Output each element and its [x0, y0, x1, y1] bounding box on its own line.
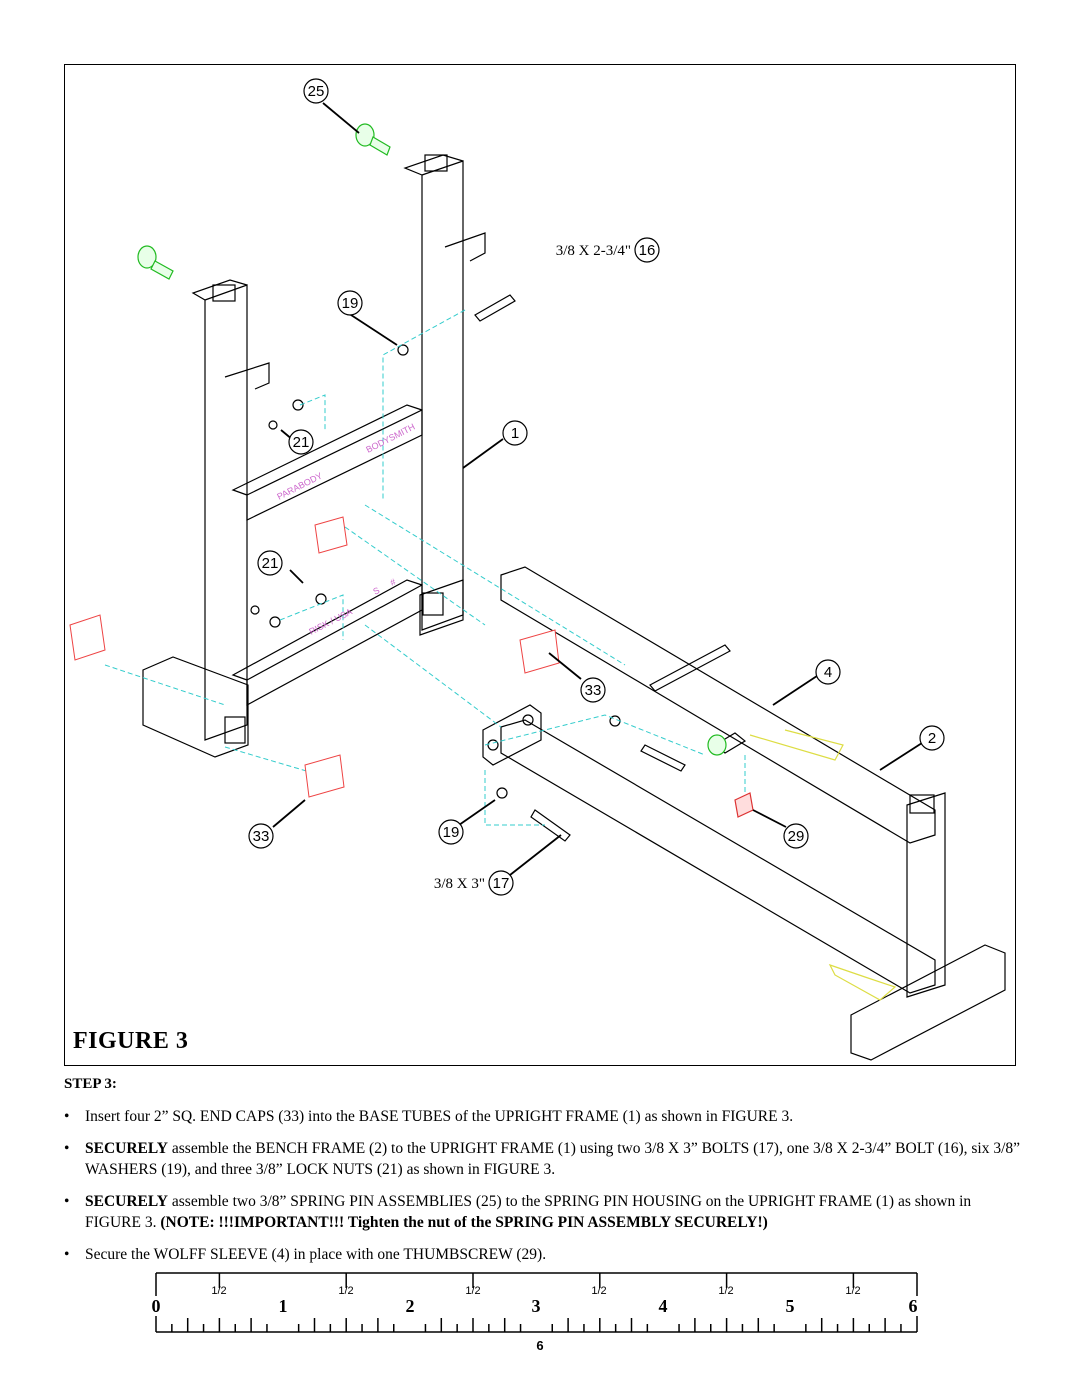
callout-25: 25	[303, 78, 329, 104]
instruction-item: SECURELY assemble the BENCH FRAME (2) to…	[64, 1138, 1024, 1180]
bolt-mid	[640, 744, 686, 772]
ruler-number: 3	[532, 1296, 541, 1316]
ruler-number: 4	[659, 1296, 668, 1316]
callout-19: 19	[337, 290, 363, 316]
bolt-17-spec: 3/8 X 3"	[434, 876, 485, 892]
callout-29: 29	[783, 823, 809, 849]
washer	[496, 787, 508, 799]
ruler-half-label: 1/2	[591, 1285, 606, 1297]
washer	[315, 593, 327, 605]
mounting-plate	[482, 704, 542, 766]
assembly-drawing: PARABODY BODYSMITH RISK / USA S # 25 16 …	[69, 78, 1006, 1061]
thumbscrew-29	[734, 792, 754, 818]
ruler-number: 5	[786, 1296, 795, 1316]
callout-2: 2	[919, 725, 945, 751]
bench-frame-lower-rail	[500, 719, 936, 994]
figure-title: FIGURE 3	[73, 1028, 189, 1054]
decal-text: #	[388, 577, 397, 588]
svg-text:4: 4	[824, 664, 832, 681]
right-base-tube	[419, 579, 464, 636]
svg-text:33: 33	[253, 828, 270, 845]
bolt-16	[474, 294, 516, 322]
svg-text:19: 19	[443, 824, 460, 841]
svg-text:2: 2	[928, 730, 936, 747]
ruler-number: 1	[279, 1296, 288, 1316]
left-base-tube	[142, 656, 249, 758]
svg-text:19: 19	[342, 295, 359, 312]
lower-crossbar	[231, 579, 423, 707]
ruler-half-label: 1/2	[211, 1285, 226, 1297]
callout-33: 33	[580, 677, 606, 703]
bolt-16-spec: 3/8 X 2-3/4"	[556, 243, 631, 259]
measurement-ruler: 0 1 2 3 4 5 6 1/2 1/2 1/2 1/2 1/2 1/2 6	[152, 1272, 918, 1353]
end-cap-33	[69, 614, 106, 661]
bench-frame-rail	[500, 566, 936, 844]
wolff-sleeve-rod	[649, 644, 731, 692]
end-cap-33	[304, 754, 345, 798]
callout-19: 19	[438, 819, 464, 845]
spring-pin-25	[355, 123, 375, 147]
callout-4: 4	[815, 659, 841, 685]
step-instructions: Insert four 2” SQ. END CAPS (33) into th…	[64, 1106, 1024, 1276]
callout-21: 21	[257, 550, 283, 576]
washer	[250, 605, 260, 615]
svg-text:33: 33	[585, 682, 602, 699]
decal-text: S	[371, 585, 381, 597]
svg-text:29: 29	[788, 828, 805, 845]
right-upright-post	[403, 154, 464, 631]
instruction-item: Secure the WOLFF SLEEVE (4) in place wit…	[64, 1244, 1024, 1265]
callout-21: 21	[288, 429, 314, 455]
spring-pin	[707, 734, 727, 756]
svg-text:21: 21	[262, 555, 279, 572]
important-note: (NOTE: !!!IMPORTANT!!! Tighten the nut o…	[160, 1214, 768, 1231]
ruler-number: 2	[406, 1296, 415, 1316]
bench-front-post	[906, 792, 946, 998]
washer	[268, 420, 278, 430]
end-cap-33	[314, 516, 348, 554]
decal-text: RISK / USA	[307, 607, 353, 637]
svg-text:16: 16	[639, 242, 656, 259]
svg-text:17: 17	[493, 875, 510, 892]
callout-33: 33	[248, 823, 274, 849]
step-heading: STEP 3:	[64, 1076, 117, 1092]
ruler-half-label: 1/2	[465, 1285, 480, 1297]
instruction-item: Insert four 2” SQ. END CAPS (33) into th…	[64, 1106, 1024, 1127]
ruler-half-label: 1/2	[718, 1285, 733, 1297]
ruler-number: 0	[152, 1296, 161, 1316]
ruler-number: 6	[909, 1296, 918, 1316]
left-upright-post	[191, 279, 248, 741]
ruler-half-label: 1/2	[845, 1285, 860, 1297]
callout-17: 17	[488, 870, 514, 896]
figure-3-diagram: PARABODY BODYSMITH RISK / USA S # 25 16 …	[64, 64, 1016, 1066]
washer	[292, 399, 304, 411]
bolt-17	[530, 809, 571, 842]
page-number: 6	[536, 1338, 543, 1353]
svg-text:25: 25	[308, 83, 325, 100]
ruler-half-label: 1/2	[338, 1285, 353, 1297]
end-cap-33	[519, 629, 560, 674]
svg-text:1: 1	[511, 425, 519, 442]
callout-16: 16	[634, 237, 660, 263]
spring-pin-25	[137, 245, 157, 269]
upper-crossbar	[231, 404, 423, 521]
instruction-item: SECURELY assemble two 3/8” SPRING PIN AS…	[64, 1191, 1024, 1233]
svg-text:21: 21	[293, 434, 310, 451]
washer	[269, 616, 281, 628]
bench-front-base	[850, 944, 1006, 1061]
callout-1: 1	[502, 420, 528, 446]
washer	[397, 344, 409, 356]
